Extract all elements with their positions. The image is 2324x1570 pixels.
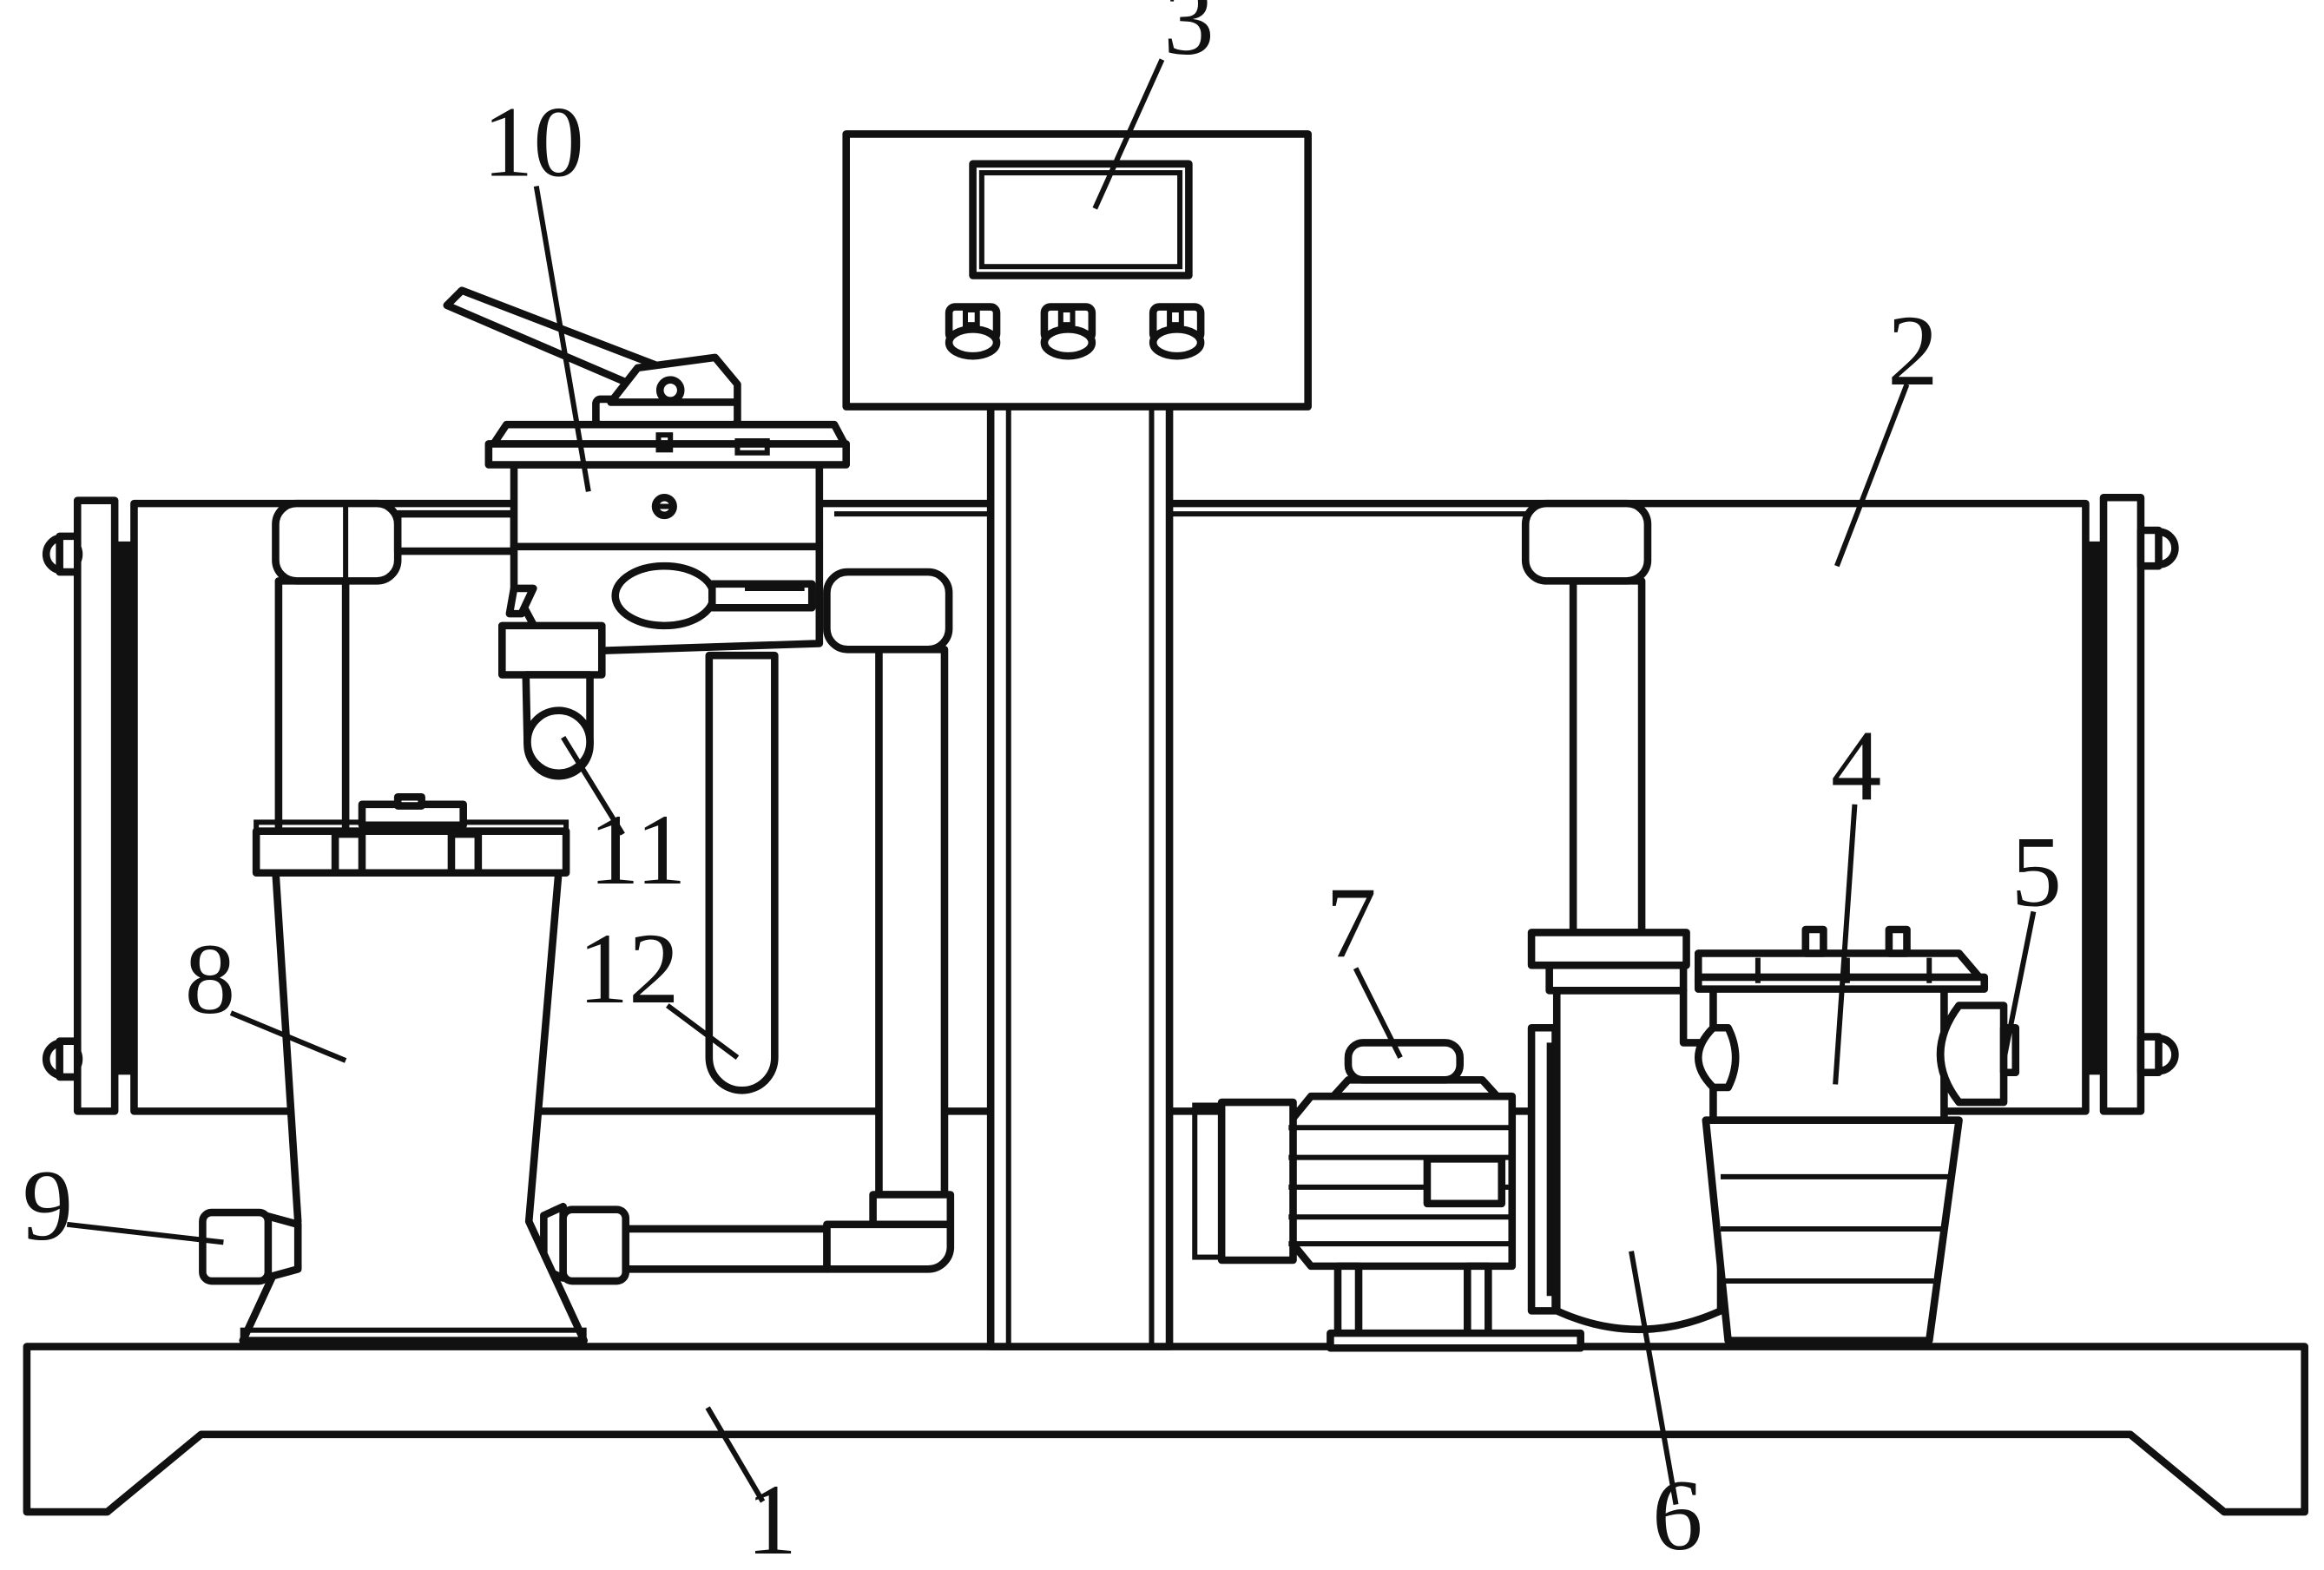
label-multiport-valve: 10 [483,87,584,199]
label-drain-pipe: 12 [578,913,680,1025]
display-screen [969,160,1193,279]
label-pump: 6 [1652,1460,1702,1570]
base [23,1343,2308,1516]
label-control-box: 3 [1163,0,1214,76]
control-knobs [945,303,1205,360]
filter [199,792,588,1348]
knob-icon [1040,303,1096,360]
label-strainer-inlet: 5 [2011,817,2062,929]
knob-icon [945,303,1001,360]
label-base: 1 [747,1464,797,1570]
label-valve-port: 11 [589,794,686,906]
label-filter: 8 [185,923,235,1035]
control-box [842,130,1312,1350]
motor [1192,1023,1584,1352]
knob-icon [1149,303,1205,360]
label-motor: 7 [1326,867,1376,979]
leader-lines [66,58,2037,1506]
valve-handle [443,286,741,429]
label-tank: 2 [1887,295,1938,407]
label-strainer: 4 [1831,711,1881,823]
callout-labels: 1 2 3 4 5 6 7 8 9 10 11 12 [23,0,2062,1570]
strainer-inlet [1936,1002,2020,1107]
label-filter-outlet: 9 [23,1150,73,1262]
